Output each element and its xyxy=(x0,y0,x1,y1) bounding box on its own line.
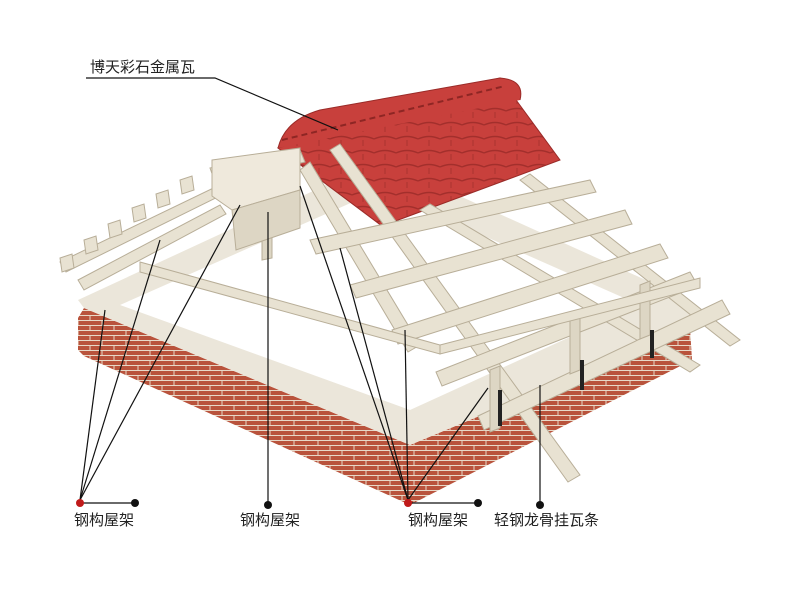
label-steel-truss-right: 钢构屋架 xyxy=(408,511,469,529)
steel-truss-members xyxy=(59,143,741,483)
label-batten: 轻钢龙骨挂瓦条 xyxy=(494,511,600,529)
label-steel-truss-left: 钢构屋架 xyxy=(74,511,135,529)
leader-lines xyxy=(79,77,541,505)
label-steel-truss-center: 钢构屋架 xyxy=(240,511,301,529)
label-roof-tile: 博天彩石金属瓦 xyxy=(90,58,196,76)
leader-line-roof-tile xyxy=(86,77,339,131)
leader-markers xyxy=(76,499,544,509)
metal-roof-tile xyxy=(276,77,561,227)
leader-line-truss-right xyxy=(299,185,409,501)
leader-line-truss-left xyxy=(79,309,106,501)
